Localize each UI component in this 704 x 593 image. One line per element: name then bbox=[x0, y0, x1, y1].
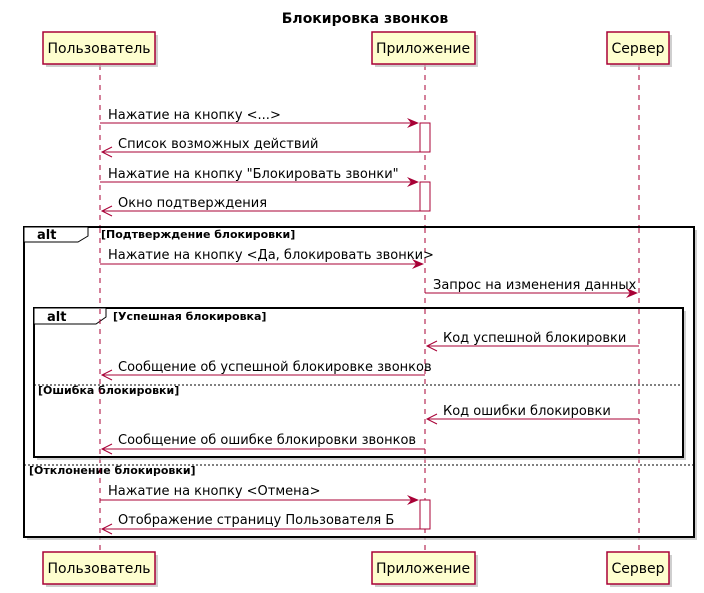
participant-app-top: Приложение bbox=[371, 31, 478, 67]
participant-server-bottom: Сервер bbox=[606, 551, 672, 587]
activation-bar bbox=[419, 181, 431, 212]
message-label: Сообщение об успешной блокировке звонков bbox=[118, 360, 432, 375]
participant-app-label: Приложение bbox=[376, 41, 470, 57]
message-9: Код ошибки блокировки bbox=[425, 404, 639, 425]
message-label: Отображение страницу Пользователя Б bbox=[118, 513, 394, 528]
participant-user-label: Пользователь bbox=[47, 561, 150, 577]
alt-guard: [Успешная блокировка] bbox=[113, 310, 266, 323]
message-label: Запрос на изменения данных bbox=[433, 278, 637, 293]
message-12: Отображение страницу Пользователя Б bbox=[100, 513, 420, 535]
message-11: Нажатие на кнопку <Отмена> bbox=[100, 484, 419, 505]
participant-app-bottom: Приложение bbox=[371, 551, 478, 587]
message-label: Нажатие на кнопку <Отмена> bbox=[108, 484, 321, 499]
message-label: Список возможных действий bbox=[118, 137, 318, 152]
message-label: Нажатие на кнопку "Блокировать звонки" bbox=[108, 167, 399, 182]
message-2: Список возможных действий bbox=[100, 137, 420, 158]
participant-user-bottom: Пользователь bbox=[42, 551, 158, 587]
message-3: Нажатие на кнопку "Блокировать звонки" bbox=[100, 167, 419, 187]
message-10: Сообщение об ошибке блокировки звонков bbox=[100, 433, 425, 455]
alt-keyword: alt bbox=[47, 310, 66, 325]
message-label: Окно подтверждения bbox=[118, 196, 267, 211]
message-5: Нажатие на кнопку <Да, блокировать звонк… bbox=[100, 248, 434, 269]
message-1: Нажатие на кнопку <...> bbox=[100, 108, 419, 128]
diagram-title: Блокировка звонков bbox=[282, 11, 449, 27]
activation-bar bbox=[419, 499, 431, 530]
alt-fragment-inner: alt [Успешная блокировка] [Ошибка блокир… bbox=[33, 307, 686, 460]
participant-server-top: Сервер bbox=[606, 31, 672, 67]
message-7: Код успешной блокировки bbox=[425, 331, 639, 352]
message-8: Сообщение об успешной блокировке звонков bbox=[100, 360, 432, 381]
message-label: Код ошибки блокировки bbox=[443, 404, 611, 419]
message-label: Сообщение об ошибке блокировки звонков bbox=[118, 433, 416, 448]
alt-keyword: alt bbox=[37, 228, 56, 243]
participant-app-label: Приложение bbox=[376, 561, 470, 577]
alt-else-guard: [Отклонение блокировки] bbox=[29, 464, 196, 477]
participant-user-label: Пользователь bbox=[47, 41, 150, 57]
message-4: Окно подтверждения bbox=[100, 196, 420, 217]
message-6: Запрос на изменения данных bbox=[425, 278, 638, 298]
message-label: Нажатие на кнопку <Да, блокировать звонк… bbox=[108, 248, 434, 263]
participant-user-top: Пользователь bbox=[42, 31, 158, 67]
participant-server-label: Сервер bbox=[611, 41, 664, 57]
message-label: Нажатие на кнопку <...> bbox=[108, 108, 281, 123]
alt-else-guard: [Ошибка блокировки] bbox=[38, 384, 179, 397]
activation-bar bbox=[419, 122, 431, 153]
message-label: Код успешной блокировки bbox=[443, 331, 626, 346]
alt-guard: [Подтверждение блокировки] bbox=[101, 228, 295, 241]
participant-server-label: Сервер bbox=[611, 561, 664, 577]
